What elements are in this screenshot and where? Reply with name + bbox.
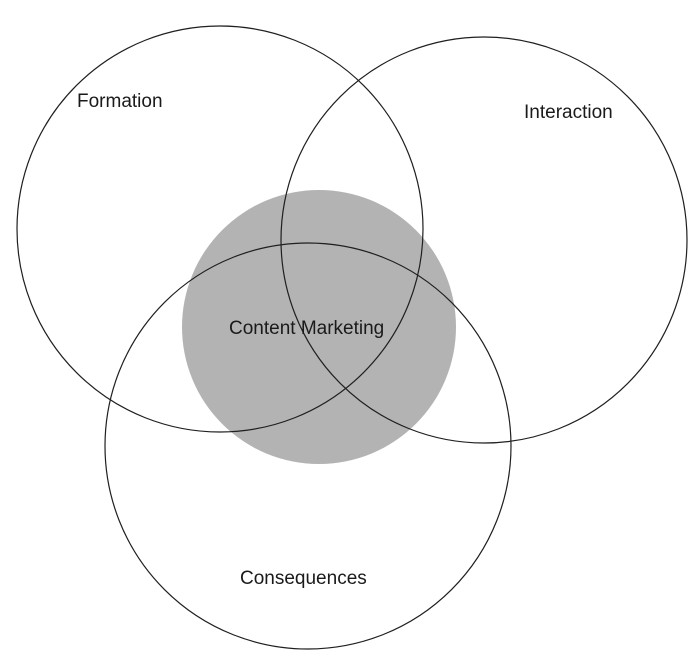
interaction-label: Interaction xyxy=(524,102,613,123)
formation-label: Formation xyxy=(77,91,163,112)
formation-circle xyxy=(16,25,424,433)
consequences-circle xyxy=(104,242,512,650)
content-marketing-circle xyxy=(182,190,456,464)
center-label: Content Marketing xyxy=(229,318,384,339)
interaction-circle xyxy=(280,36,688,444)
consequences-label: Consequences xyxy=(240,568,367,589)
